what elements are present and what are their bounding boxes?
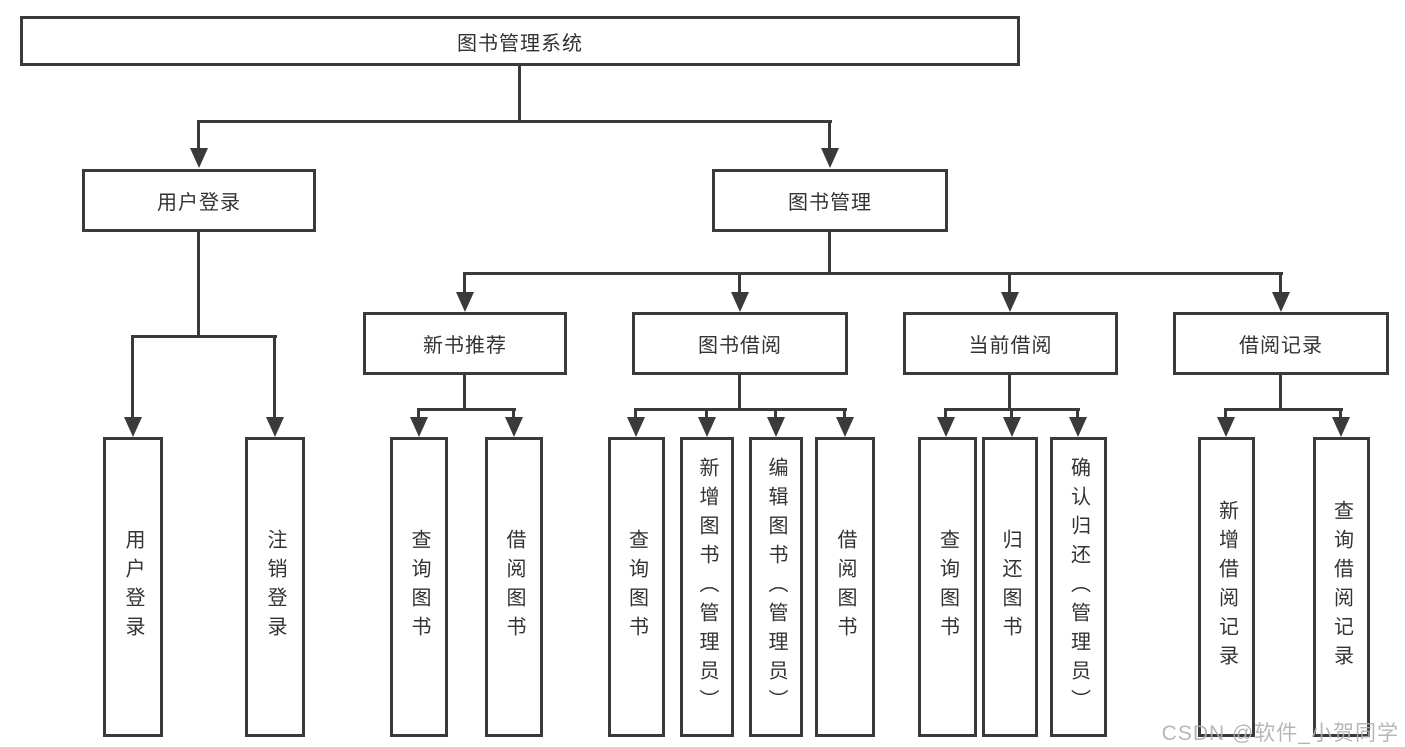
arrow-down-icon: [1332, 417, 1350, 437]
node-book-management: 图书管理: [712, 169, 948, 232]
arrow-down-icon: [821, 148, 839, 168]
connector-bar: [1224, 408, 1343, 411]
connector-drop: [944, 408, 947, 419]
arrow-down-icon: [410, 417, 428, 437]
arrow-down-icon: [937, 417, 955, 437]
arrow-down-icon: [190, 148, 208, 168]
arrow-down-icon: [698, 417, 716, 437]
node-user-login-branch-label: 用户登录: [157, 192, 241, 214]
node-borrow-records: 借阅记录: [1173, 312, 1389, 375]
connector-drop: [1224, 408, 1227, 419]
arrow-down-icon: [1272, 292, 1290, 312]
node-root-label: 图书管理系统: [457, 32, 583, 55]
node-current-borrowing: 当前借阅: [903, 312, 1118, 375]
arrow-down-icon: [1069, 417, 1087, 437]
leaf-query-borrow-record: 查询借阅记录: [1313, 437, 1370, 737]
connector-stem: [518, 66, 521, 122]
leaf-confirm-return-admin-label: 确认归还（管理员）: [1067, 456, 1090, 718]
node-book-borrowing: 图书借阅: [632, 312, 848, 375]
leaf-borrowing-borrow-books-label: 借阅图书: [834, 529, 856, 645]
connector-bar: [417, 408, 516, 411]
connector-drop: [705, 408, 708, 419]
connector-stem: [828, 230, 831, 274]
leaf-edit-books-admin: 编辑图书（管理员）: [749, 437, 803, 737]
leaf-return-books: 归还图书: [982, 437, 1038, 737]
arrow-down-icon: [1003, 417, 1021, 437]
leaf-recommend-query-books-label: 查询图书: [408, 529, 430, 645]
arrow-down-icon: [266, 417, 284, 437]
connector-stem: [463, 373, 466, 410]
node-current-borrowing-label: 当前借阅: [968, 335, 1053, 357]
connector-bar: [463, 272, 1283, 275]
connector-drop: [738, 272, 741, 294]
connector-stem: [1008, 373, 1011, 410]
connector-drop: [463, 272, 466, 294]
leaf-add-borrow-record-label: 新增借阅记录: [1215, 500, 1238, 674]
connector-drop: [1076, 408, 1079, 419]
node-book-borrowing-label: 图书借阅: [698, 335, 782, 357]
leaf-borrowing-query-books: 查询图书: [608, 437, 665, 737]
connector-drop: [1279, 272, 1282, 294]
connector-bar: [131, 335, 277, 338]
node-new-book-recommend: 新书推荐: [363, 312, 567, 375]
leaf-user-login-label: 用户登录: [122, 529, 144, 645]
leaf-borrowing-query-books-label: 查询图书: [625, 529, 648, 645]
node-root-system: 图书管理系统: [20, 16, 1020, 66]
arrow-down-icon: [124, 417, 142, 437]
node-book-management-label: 图书管理: [788, 192, 872, 214]
csdn-watermark: CSDN @软件_小贺同学: [1161, 722, 1399, 745]
arrow-down-icon: [627, 417, 645, 437]
arrow-down-icon: [456, 292, 474, 312]
leaf-add-books-admin-label: 新增图书（管理员）: [696, 456, 718, 718]
connector-stem: [1279, 373, 1282, 410]
leaf-borrowing-borrow-books: 借阅图书: [815, 437, 875, 737]
arrow-down-icon: [1217, 417, 1235, 437]
connector-drop: [273, 335, 276, 419]
leaf-recommend-borrow-books: 借阅图书: [485, 437, 543, 737]
connector-stem: [738, 373, 741, 410]
leaf-logout-label: 注销登录: [264, 529, 286, 645]
arrow-down-icon: [767, 417, 785, 437]
arrow-down-icon: [505, 417, 523, 437]
connector-drop: [634, 408, 637, 419]
arrow-down-icon: [1001, 292, 1019, 312]
node-borrow-records-label: 借阅记录: [1239, 335, 1323, 357]
leaf-recommend-query-books: 查询图书: [390, 437, 448, 737]
connector-stem: [197, 230, 200, 337]
node-user-login-branch: 用户登录: [82, 169, 316, 232]
leaf-add-borrow-record: 新增借阅记录: [1198, 437, 1255, 737]
connector-drop: [512, 408, 515, 419]
connector-drop: [417, 408, 420, 419]
leaf-return-books-label: 归还图书: [999, 529, 1021, 645]
leaf-add-books-admin: 新增图书（管理员）: [680, 437, 734, 737]
connector-drop: [828, 120, 831, 150]
connector-drop: [1008, 272, 1011, 294]
leaf-edit-books-admin-label: 编辑图书（管理员）: [765, 456, 787, 718]
leaf-current-query-books: 查询图书: [918, 437, 977, 737]
connector-drop: [1339, 408, 1342, 419]
leaf-confirm-return-admin: 确认归还（管理员）: [1050, 437, 1107, 737]
connector-drop: [131, 335, 134, 419]
connector-drop: [1010, 408, 1013, 419]
connector-drop: [197, 120, 200, 150]
connector-bar: [197, 120, 832, 123]
leaf-logout: 注销登录: [245, 437, 305, 737]
leaf-query-borrow-record-label: 查询借阅记录: [1330, 500, 1353, 674]
connector-drop: [774, 408, 777, 419]
leaf-user-login: 用户登录: [103, 437, 163, 737]
connector-drop: [843, 408, 846, 419]
arrow-down-icon: [731, 292, 749, 312]
leaf-recommend-borrow-books-label: 借阅图书: [503, 529, 525, 645]
connector-bar: [634, 408, 847, 411]
node-new-book-recommend-label: 新书推荐: [423, 335, 507, 357]
arrow-down-icon: [836, 417, 854, 437]
leaf-current-query-books-label: 查询图书: [936, 529, 959, 645]
